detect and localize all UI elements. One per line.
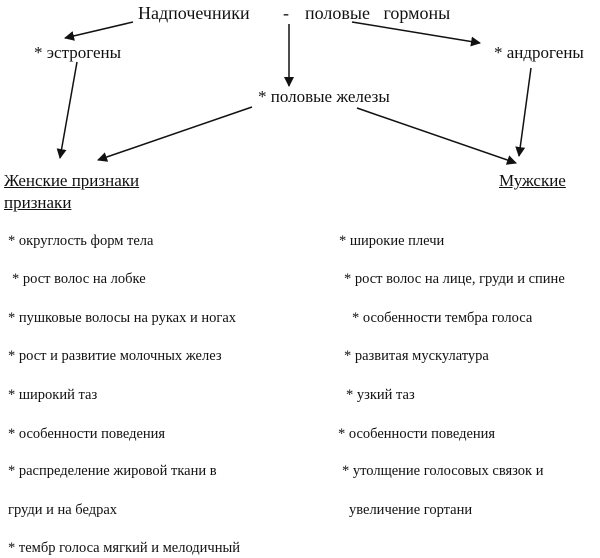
title-dash: - — [283, 3, 289, 23]
female-trait: * особенности поведения — [8, 426, 166, 442]
female-heading-line2: признаки — [4, 193, 72, 212]
sex-hormones-label: половые гормоны — [305, 3, 451, 23]
female-trait: * пушковые волосы на руках и ногах — [8, 310, 237, 326]
gonads-label: * половые железы — [258, 87, 390, 106]
female-trait: * распределение жировой ткани в — [8, 463, 217, 479]
estrogens-label: * эстрогены — [34, 43, 122, 62]
female-trait: груди и на бедрах — [8, 502, 118, 518]
female-trait: * тембр голоса мягкий и мелодичный — [8, 540, 240, 556]
male-trait: * утолщение голосовых связок и — [342, 463, 544, 479]
arrow-to-androgens — [351, 21, 481, 47]
adrenals-label: Надпочечники — [138, 3, 250, 23]
arrow-gonads-to-female — [97, 106, 253, 162]
male-trait: * рост волос на лице, груди и спине — [344, 271, 565, 287]
male-trait: * узкий таз — [346, 387, 415, 403]
arrow-androgens-to-male — [515, 67, 532, 157]
male-trait: увеличение гортани — [349, 502, 473, 518]
androgens-label: * андрогены — [494, 43, 584, 62]
male-trait: * широкие плечи — [339, 233, 445, 249]
male-trait: * особенности тембра голоса — [352, 310, 533, 326]
male-trait: * особенности поведения — [338, 426, 496, 442]
female-trait: * широкий таз — [8, 387, 98, 403]
arrow-to-estrogens — [64, 21, 134, 41]
arrow-gonads-to-male — [356, 107, 517, 165]
female-trait: * округлость форм тела — [8, 233, 154, 249]
male-trait: * развитая мускулатура — [344, 348, 489, 364]
female-trait: * рост и развитие молочных желез — [8, 348, 222, 364]
arrow-estrogens-to-female — [56, 61, 78, 159]
female-trait: * рост волос на лобке — [12, 271, 146, 287]
female-heading: Женские признаки — [4, 171, 140, 190]
male-heading: Мужские — [499, 171, 566, 190]
